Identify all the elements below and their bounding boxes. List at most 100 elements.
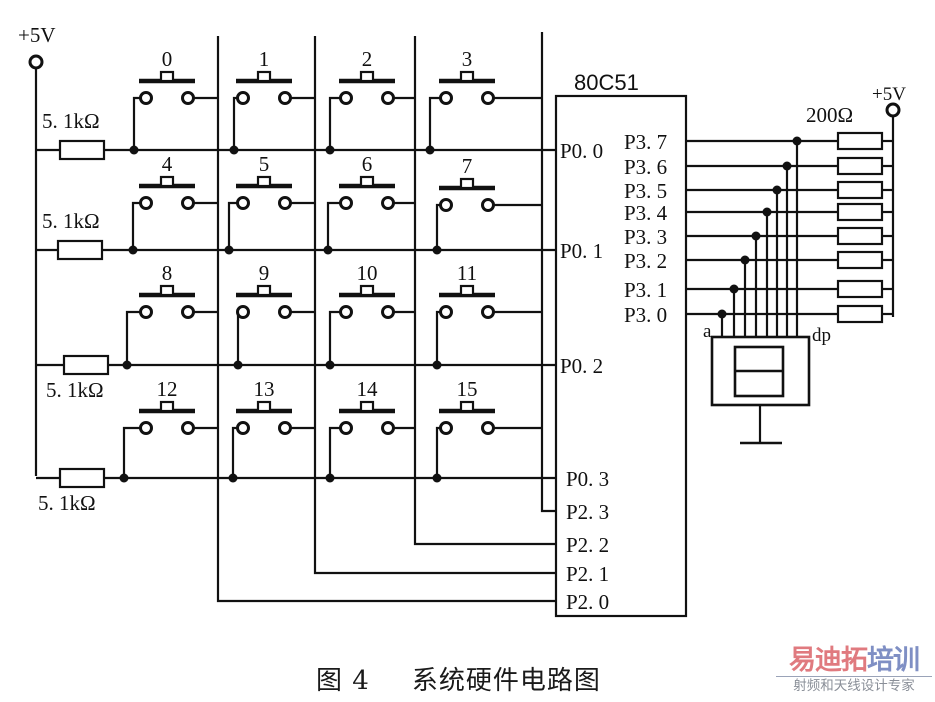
junction-dot xyxy=(751,231,761,241)
junction-dot xyxy=(228,473,238,483)
junction-dot xyxy=(129,145,139,155)
mcu-pins: P0. 0P0. 1P0. 2P0. 3P2. 3P2. 2P2. 1P2. 0 xyxy=(560,139,609,614)
junction-dot xyxy=(729,284,739,294)
key-terminal xyxy=(381,91,395,105)
junction-dot xyxy=(717,309,727,319)
series-resistor xyxy=(836,226,884,246)
caption-title: 系统硬件电路图 xyxy=(411,666,601,696)
key-switch: 5 xyxy=(224,152,315,255)
key-terminal xyxy=(381,421,395,435)
pullup-resistor xyxy=(58,467,106,489)
junction-dot xyxy=(425,145,435,155)
series-resistor xyxy=(836,250,884,270)
key-button xyxy=(359,400,375,413)
key-lead xyxy=(328,310,340,365)
segment-pin-label: P3. 1 xyxy=(624,278,667,302)
key-lead xyxy=(326,201,340,250)
key-lead xyxy=(232,96,237,150)
key-lead xyxy=(328,96,340,150)
key-switch: 2 xyxy=(325,47,415,155)
junction-dot xyxy=(740,255,750,265)
key-switch: 13 xyxy=(228,377,315,483)
pullup-resistor-label: 5. 1kΩ xyxy=(42,109,100,133)
key-label: 13 xyxy=(254,377,275,401)
junction-dot xyxy=(432,473,442,483)
pullup-resistor xyxy=(62,354,110,376)
junction-dot xyxy=(233,360,243,370)
key-terminal xyxy=(236,196,250,210)
pullup-resistor-label: 5. 1kΩ xyxy=(38,491,96,515)
supply-label: +5V xyxy=(18,23,56,47)
key-terminal xyxy=(339,196,353,210)
key-terminal xyxy=(139,305,153,319)
key-terminal xyxy=(139,421,153,435)
key-terminal xyxy=(381,196,395,210)
segment-a-label: a xyxy=(703,321,712,342)
key-button xyxy=(359,70,375,83)
key-button xyxy=(159,70,175,83)
key-switch: 12 xyxy=(119,377,218,483)
key-label: 9 xyxy=(259,261,270,285)
segment-dp-label: dp xyxy=(812,325,831,346)
row-pin-label: P0. 0 xyxy=(560,139,603,163)
key-label: 7 xyxy=(462,154,473,178)
key-button xyxy=(459,70,475,83)
key-button xyxy=(159,400,175,413)
key-label: 0 xyxy=(162,47,173,71)
pullup-resistor xyxy=(56,239,104,261)
key-label: 5 xyxy=(259,152,270,176)
key-terminal xyxy=(278,421,292,435)
junction-dot xyxy=(224,245,234,255)
key-terminal xyxy=(481,198,495,212)
junction-dot xyxy=(122,360,132,370)
series-resistor xyxy=(836,131,884,151)
key-switch: 7 xyxy=(432,154,542,255)
column-pin-label: P2. 1 xyxy=(566,562,609,586)
key-label: 6 xyxy=(362,152,373,176)
watermark-logo: 易迪拓培训 射频和天线设计专家 xyxy=(776,646,932,695)
junction-dot xyxy=(323,245,333,255)
column-pin-label: P2. 0 xyxy=(566,590,609,614)
segment-pin-label: P3. 0 xyxy=(624,303,667,327)
junction-dot xyxy=(432,245,442,255)
series-resistor xyxy=(836,304,884,324)
key-terminal xyxy=(481,421,495,435)
key-lead xyxy=(435,203,440,250)
key-label: 3 xyxy=(462,47,473,71)
key-switch: 10 xyxy=(325,261,415,370)
key-button xyxy=(359,284,375,297)
watermark-title-b: 培训 xyxy=(867,645,920,676)
key-terminal xyxy=(139,196,153,210)
led-supply-terminal xyxy=(885,102,901,118)
row-pin-label: P0. 1 xyxy=(560,239,603,263)
key-lead xyxy=(428,96,440,150)
key-terminal xyxy=(278,91,292,105)
watermark-title-a: 易迪拓 xyxy=(789,645,868,676)
key-lead xyxy=(435,426,440,478)
key-terminal xyxy=(439,421,453,435)
segment-pin-label: P3. 3 xyxy=(624,225,667,249)
key-button xyxy=(359,175,375,188)
pullup-resistor-label: 5. 1kΩ xyxy=(42,209,100,233)
key-lead xyxy=(227,201,237,250)
key-label: 11 xyxy=(457,261,477,285)
supply-terminal xyxy=(28,54,44,70)
key-switch: 9 xyxy=(233,261,315,370)
key-lead xyxy=(236,310,240,365)
key-terminal xyxy=(439,91,453,105)
key-terminal xyxy=(236,91,250,105)
key-terminal xyxy=(481,305,495,319)
column-line xyxy=(413,36,556,546)
key-terminal xyxy=(139,91,153,105)
segment-pin-label: P3. 6 xyxy=(624,155,667,179)
key-button xyxy=(459,400,475,413)
row-pin-label: P0. 3 xyxy=(566,467,609,491)
key-terminal xyxy=(181,305,195,319)
junction-dot xyxy=(762,207,772,217)
mcu-name: 80C51 xyxy=(574,70,639,95)
key-label: 1 xyxy=(259,47,270,71)
caption-number: 图 4 xyxy=(316,666,370,696)
column-lines xyxy=(216,32,556,603)
segment-bus: P3. 7P3. 6P3. 5P3. 4P3. 3P3. 2P3. 1P3. 0 xyxy=(624,130,893,337)
